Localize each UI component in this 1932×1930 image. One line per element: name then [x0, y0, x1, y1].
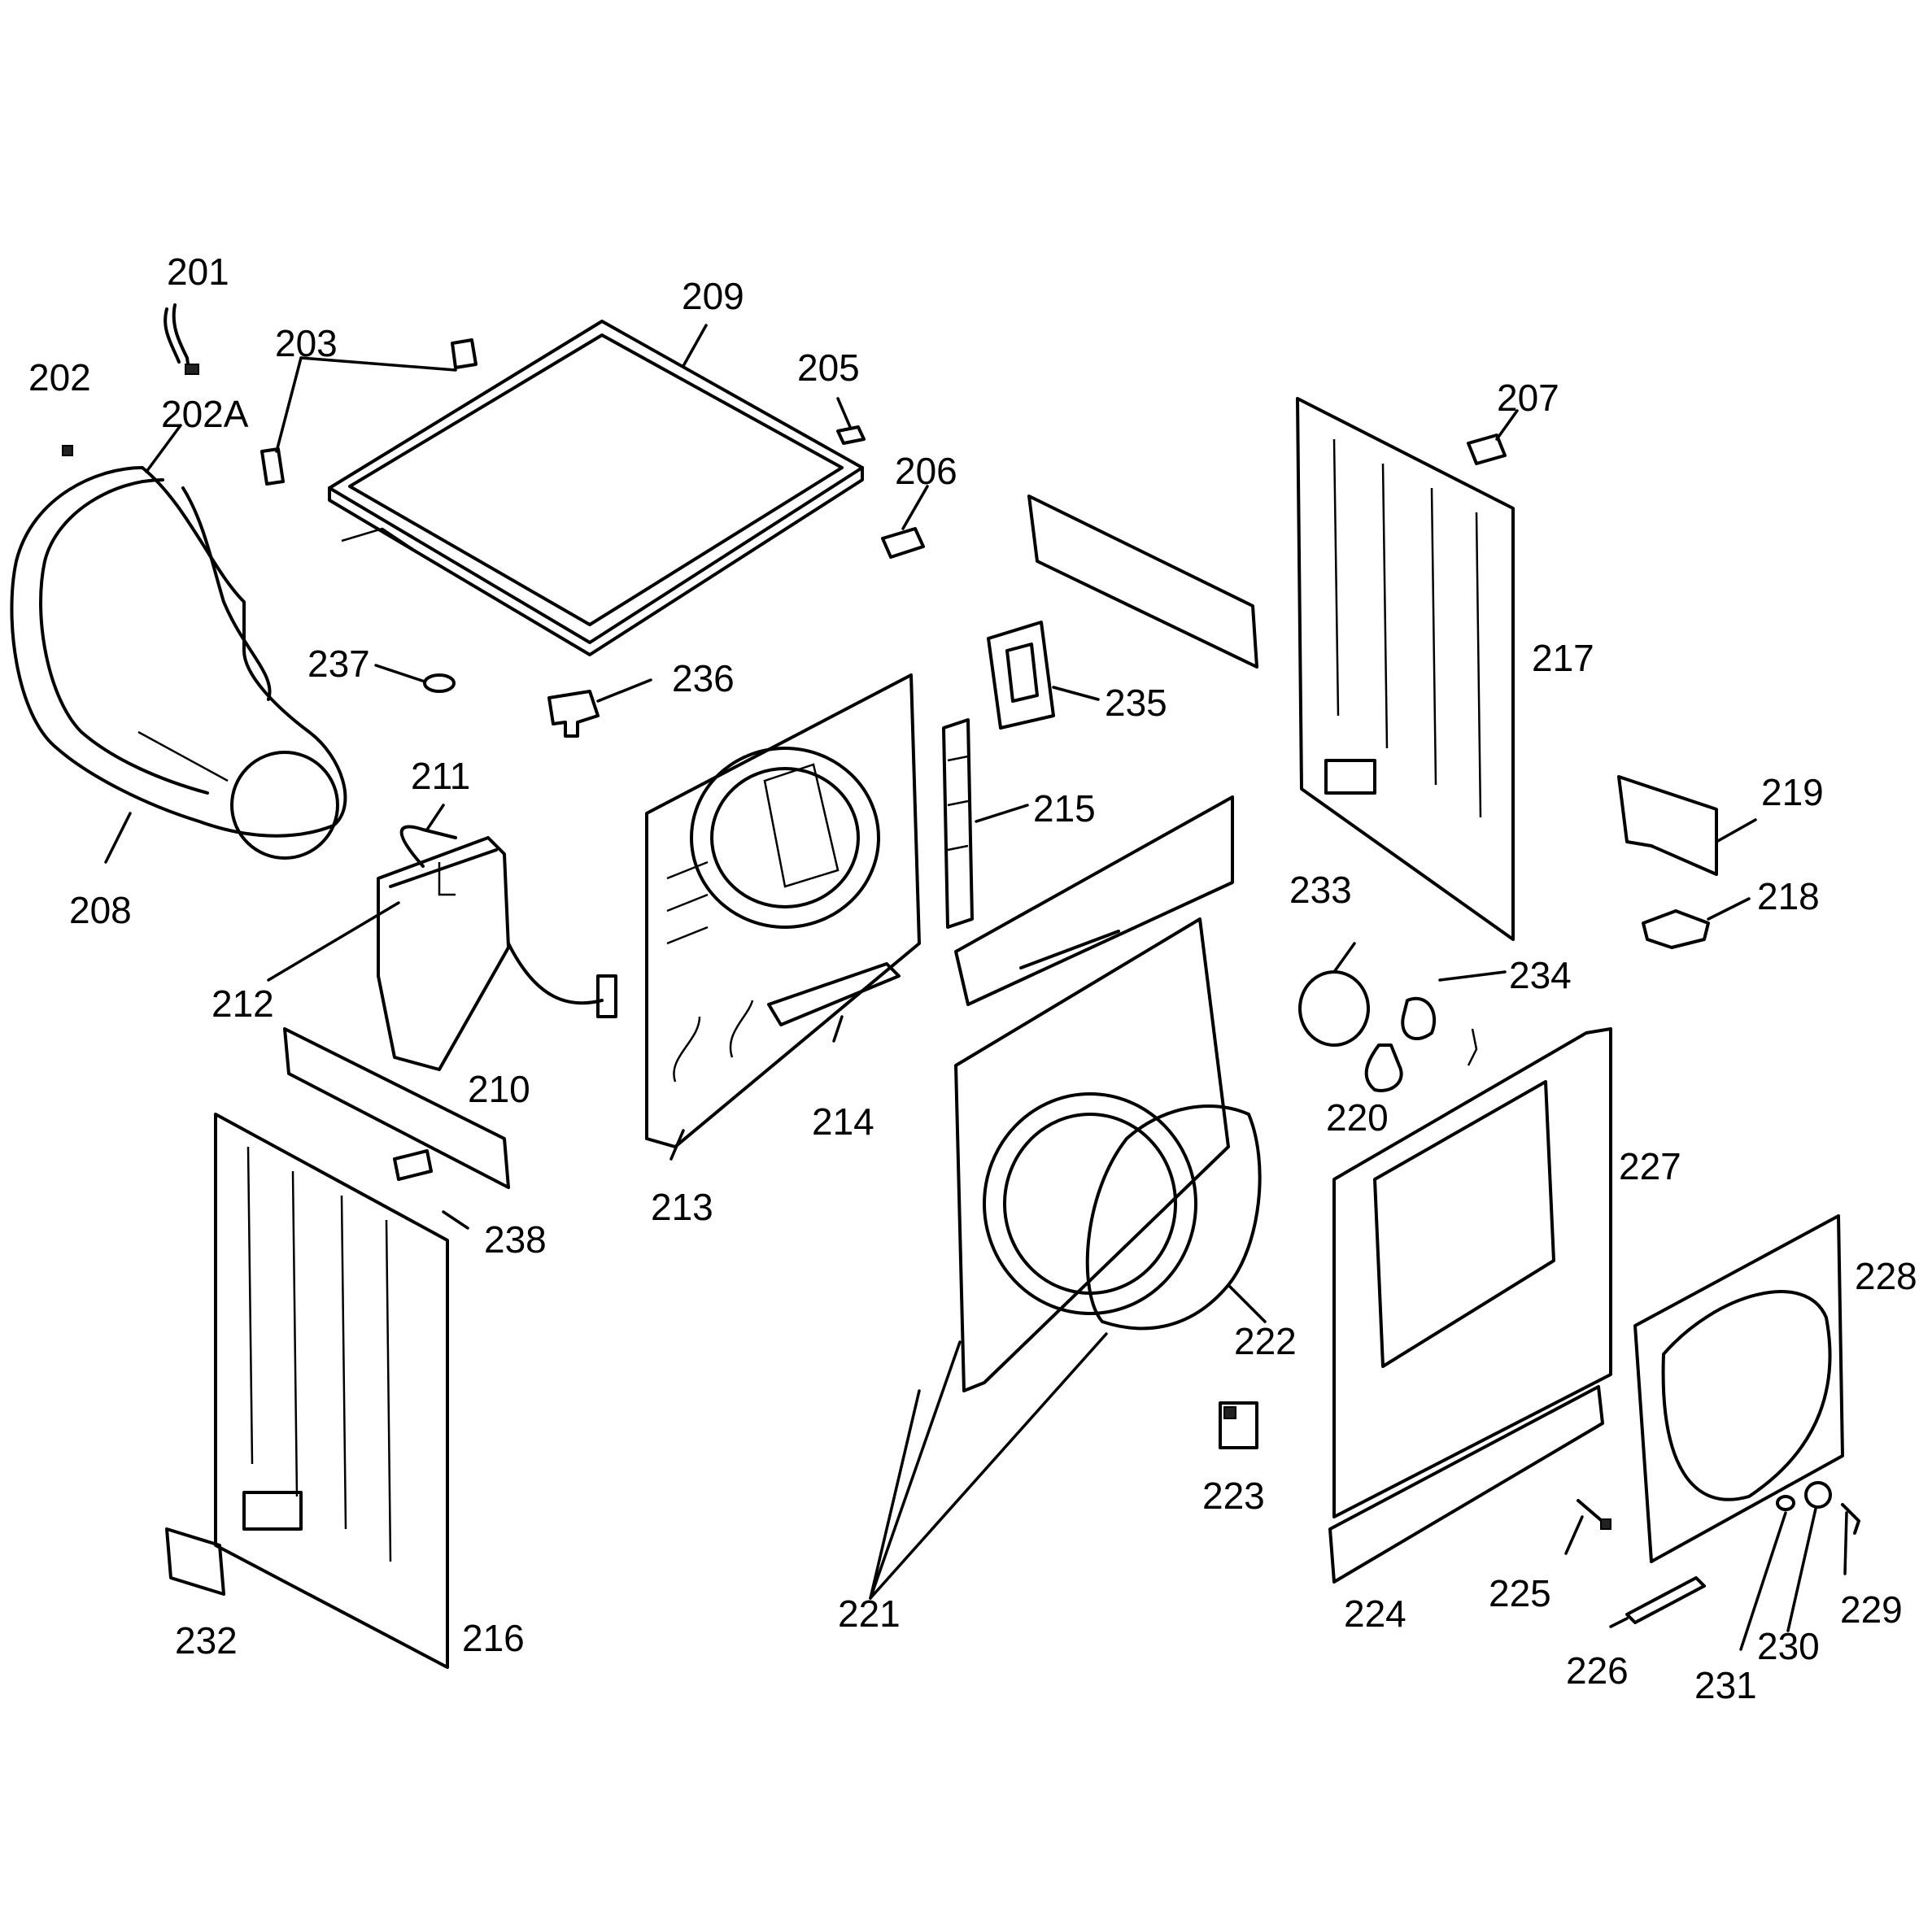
label-202A: 202A: [161, 393, 249, 435]
label-217: 217: [1532, 637, 1594, 679]
part-210-control-module: [377, 825, 617, 1071]
part-207-foot: [1467, 433, 1507, 465]
part-231-washer: [1776, 1495, 1795, 1511]
label-208: 208: [69, 889, 132, 931]
part-labels: 201 202 202A 203 209 205 206 207 208 211…: [28, 251, 1917, 1706]
label-220: 220: [1326, 1096, 1389, 1139]
leader-lines: [104, 324, 1848, 1651]
part-203-brackets: [260, 338, 478, 486]
label-224: 224: [1344, 1592, 1406, 1635]
part-214-duct: [767, 962, 901, 1026]
part-221-front-frame: [954, 795, 1234, 1392]
label-223: 223: [1202, 1475, 1265, 1517]
label-203: 203: [275, 322, 338, 364]
part-235-plate: [987, 621, 1055, 730]
part-control-bracket: [1027, 494, 1258, 669]
label-238: 238: [484, 1218, 547, 1261]
part-237-plug: [423, 673, 456, 693]
label-216: 216: [462, 1617, 525, 1659]
label-207: 207: [1497, 377, 1559, 419]
label-229: 229: [1840, 1588, 1903, 1631]
label-206: 206: [895, 450, 957, 492]
part-209-top-panel: [328, 320, 864, 656]
label-231: 231: [1694, 1664, 1757, 1706]
part-228-door: [1633, 1214, 1844, 1563]
part-226-strip: [1625, 1576, 1706, 1624]
part-230-knob: [1804, 1481, 1832, 1509]
label-209: 209: [682, 275, 744, 317]
part-225-screw: [1577, 1499, 1611, 1530]
label-232: 232: [175, 1619, 238, 1662]
label-222: 222: [1234, 1320, 1297, 1362]
part-216-side-panel: [214, 1113, 449, 1669]
part-219-cover: [1617, 775, 1718, 876]
part-238-foot: [393, 1149, 433, 1181]
label-210: 210: [468, 1068, 530, 1110]
label-205: 205: [797, 346, 860, 389]
part-206-hinge: [881, 527, 925, 559]
label-201: 201: [167, 251, 229, 293]
part-229-pin: [1841, 1503, 1860, 1535]
label-226: 226: [1566, 1649, 1629, 1692]
part-234-lamp: [1401, 996, 1437, 1041]
label-235: 235: [1105, 682, 1167, 724]
part-220-bulb: [1364, 1043, 1403, 1092]
label-214: 214: [812, 1100, 874, 1143]
part-233-filter-cap: [1298, 970, 1370, 1047]
label-218: 218: [1757, 875, 1820, 917]
label-219: 219: [1761, 771, 1824, 813]
part-201-clip: [164, 303, 199, 375]
label-234: 234: [1509, 954, 1572, 996]
part-234-wire: [1467, 1028, 1478, 1066]
label-236: 236: [672, 657, 735, 699]
part-208-duct: [10, 466, 347, 860]
label-213: 213: [651, 1186, 713, 1228]
label-211: 211: [411, 755, 470, 797]
part-217-side-panel: [1296, 397, 1515, 941]
label-225: 225: [1489, 1572, 1551, 1614]
part-227-front-panel: [1332, 1027, 1612, 1518]
part-224-kick-panel: [1328, 1385, 1604, 1584]
label-221: 221: [838, 1592, 901, 1635]
part-223-switch: [1219, 1401, 1258, 1449]
part-lower-bracket: [283, 1027, 510, 1189]
part-232-cover: [165, 1527, 225, 1596]
part-202-screw: [62, 445, 73, 456]
part-218-foot: [1642, 909, 1710, 949]
part-215-rail: [942, 718, 974, 929]
part-213-rear-bulkhead: [645, 673, 921, 1148]
label-230: 230: [1757, 1625, 1820, 1667]
label-202: 202: [28, 356, 91, 399]
label-212: 212: [212, 982, 274, 1025]
label-215: 215: [1033, 787, 1096, 830]
part-205-clip: [836, 425, 866, 445]
label-228: 228: [1855, 1255, 1917, 1297]
label-233: 233: [1289, 869, 1352, 911]
label-227: 227: [1619, 1145, 1681, 1187]
part-236-latch: [547, 690, 600, 738]
label-237: 237: [307, 643, 370, 685]
